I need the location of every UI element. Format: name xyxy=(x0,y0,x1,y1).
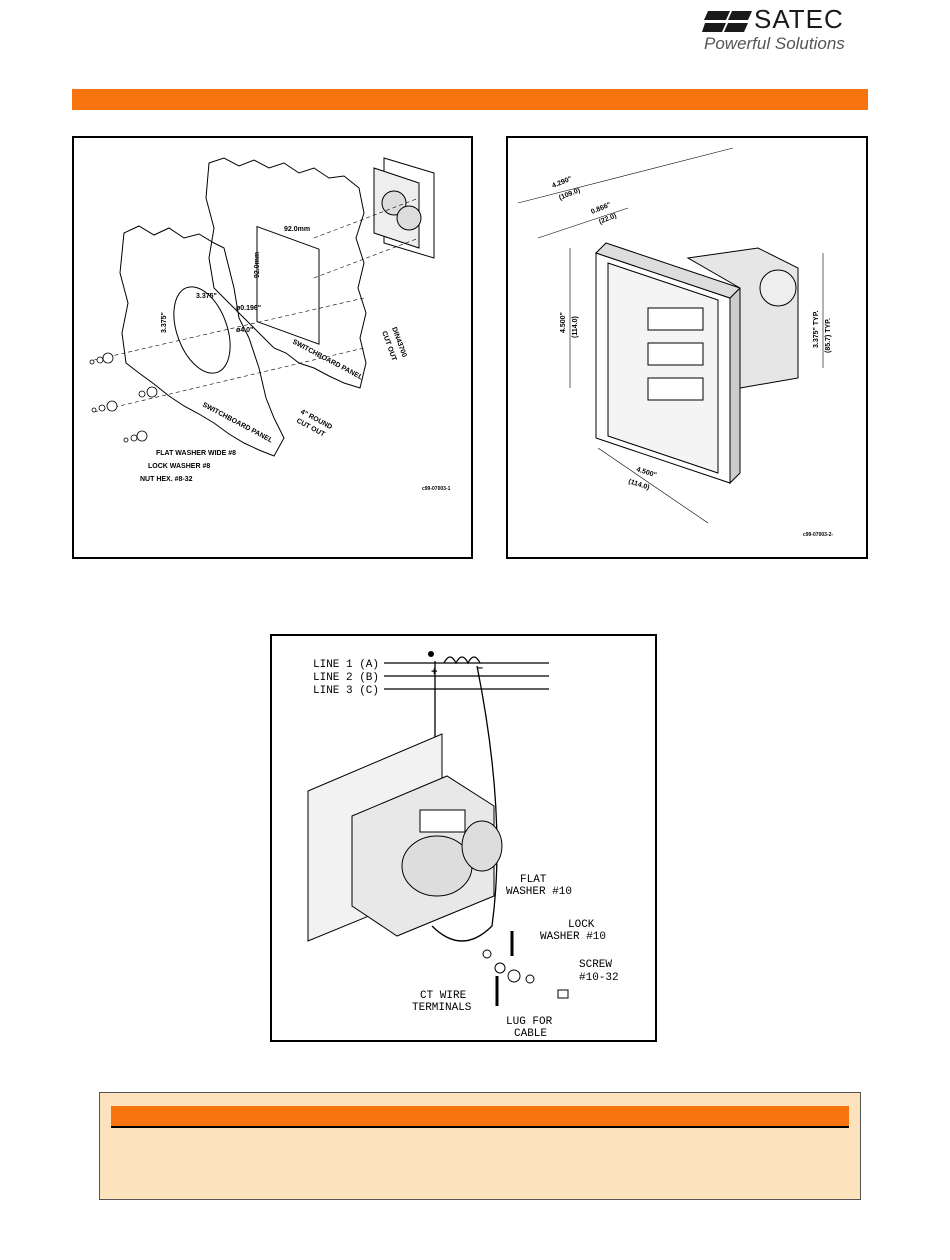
label-nut: NUT HEX. #8-32 xyxy=(140,476,193,483)
dim-typ: 3.375" TYP. xyxy=(813,311,820,348)
dim-bolt-width: 3.375" xyxy=(196,293,217,300)
lug-2: CABLE xyxy=(514,1028,547,1040)
dim-cut-height: 92.0mm xyxy=(254,252,261,278)
dim-height-mm: (114.0) xyxy=(572,316,579,338)
dim-cut-width: 92.0mm xyxy=(284,226,310,233)
label-panel-lower: SWITCHBOARD PANEL xyxy=(201,402,274,445)
ct-wire-2: TERMINALS xyxy=(412,1002,472,1014)
screw-2: #10-32 xyxy=(579,972,619,984)
ct-wire-1: CT WIRE xyxy=(420,990,467,1002)
panel-cutout-figure: 92.0mm 92.0mm 3.375" 3.375" ø0.196" ø4.0… xyxy=(72,136,473,559)
brand-tagline: Powerful Solutions xyxy=(704,34,845,53)
drawing-code-2: c99-07003-2- xyxy=(803,532,833,538)
brand-name: SATEC xyxy=(754,4,844,34)
dim-height: 4.500" xyxy=(560,312,567,333)
label-lock-washer: LOCK WASHER #8 xyxy=(148,463,210,470)
label-flat-washer: FLAT WASHER WIDE #8 xyxy=(156,450,236,457)
wiring-figure: LINE 1 (A) LINE 2 (B) LINE 3 (C) + – FLA… xyxy=(270,634,657,1042)
dim-typ-mm: (85.7) TYP. xyxy=(825,318,832,353)
line-1: LINE 1 (A) xyxy=(313,659,379,671)
meter-dimensions-drawing: 4.290" (109.0) 0.866" (22.0) 4.500" (114… xyxy=(517,147,833,538)
dim-bezel-mm: (22.0) xyxy=(598,213,618,226)
lock-washer-1: LOCK xyxy=(568,919,595,931)
lug-1: LUG FOR xyxy=(506,1016,553,1028)
dim-bolt-height: 3.375" xyxy=(161,312,168,333)
dim-bezel: 0.866" xyxy=(590,202,612,216)
warning-note-box xyxy=(99,1092,861,1200)
polarity-plus: + xyxy=(431,667,438,679)
dim-width: 4.500" xyxy=(635,466,657,479)
meter-dimensions-figure: 4.290" (109.0) 0.866" (22.0) 4.500" (114… xyxy=(506,136,868,559)
line-3: LINE 3 (C) xyxy=(313,685,379,697)
satec-logo-mark xyxy=(702,11,752,35)
section-header-bar xyxy=(72,89,868,110)
line-2: LINE 2 (B) xyxy=(313,672,379,684)
polarity-dot xyxy=(428,651,434,657)
polarity-minus: – xyxy=(477,663,484,675)
dim-width-mm: (114.0) xyxy=(627,478,650,491)
lock-washer-2: WASHER #10 xyxy=(540,931,606,943)
dim-hole: ø0.196" xyxy=(236,305,261,312)
screw-1: SCREW xyxy=(579,959,612,971)
satec-logo: SATEC Powerful Solutions xyxy=(690,4,868,54)
note-header-bar xyxy=(111,1106,849,1128)
dim-round: ø4.0" xyxy=(236,327,253,334)
dim-depth: 4.290" xyxy=(551,176,573,190)
wiring-drawing: LINE 1 (A) LINE 2 (B) LINE 3 (C) + – FLA… xyxy=(307,651,619,1040)
panel-cutout-drawing: 92.0mm 92.0mm 3.375" 3.375" ø0.196" ø4.0… xyxy=(89,157,451,492)
flat-washer-1: FLAT xyxy=(520,874,547,886)
dim-depth-mm: (109.0) xyxy=(558,187,581,202)
flat-washer-2: WASHER #10 xyxy=(506,886,572,898)
drawing-code-1: c99-07003-1 xyxy=(422,486,451,492)
